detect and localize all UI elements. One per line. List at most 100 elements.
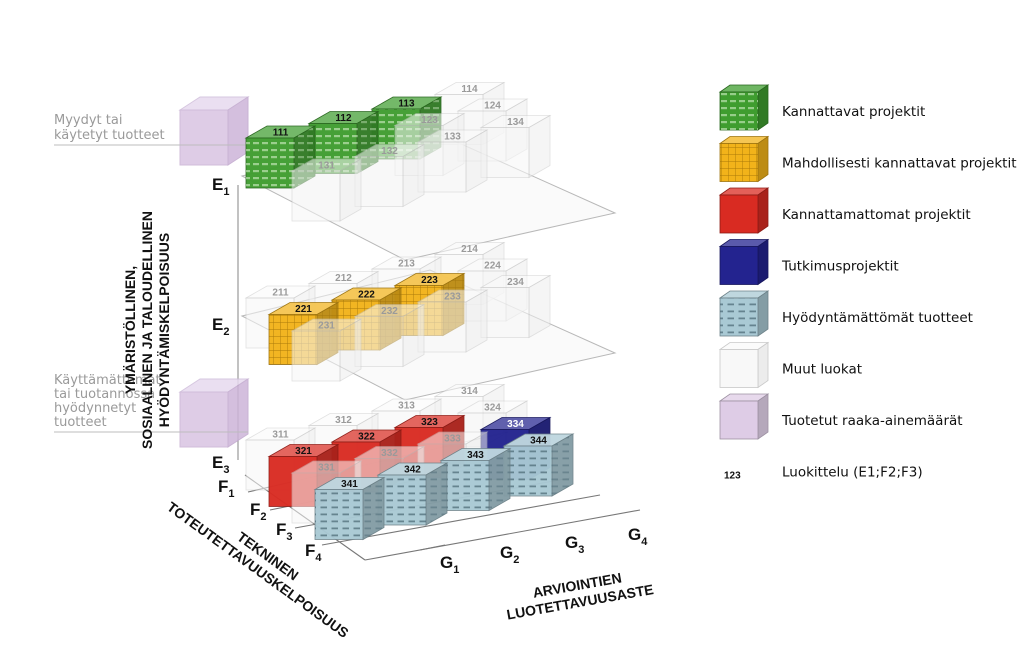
cell-code-label: 112: [335, 113, 352, 124]
legend-label-5: Hyödyntämättömät tuotteet: [782, 310, 973, 326]
cell-code-label: 311: [272, 430, 289, 441]
vertical-axis-title: YMÄRISTÖLLINEN, SOSIAALINEN JA TALOUDELL…: [122, 211, 172, 449]
cube-132: 132: [353, 143, 426, 208]
f-level-label-4: F4: [305, 541, 322, 564]
cube-234: 234: [479, 274, 552, 339]
cell-code-label: 341: [341, 479, 358, 490]
f-level-label-2: F2: [250, 500, 267, 523]
f-level-label-3: F3: [276, 520, 293, 543]
cell-code-label: 221: [295, 304, 312, 315]
side-label-unused-line3: hyödynnetyt: [54, 401, 136, 416]
cell-code-label: 212: [335, 273, 352, 284]
side-label-sold-line1: Myydyt tai: [54, 113, 122, 128]
legend-code-sample: 123: [724, 471, 741, 482]
g-level-label-1: G1: [440, 553, 459, 576]
cube-231: 231: [290, 318, 363, 382]
cell-code-label: 123: [421, 115, 438, 126]
g-level-label-3: G3: [565, 533, 584, 556]
raw-material-cube-bottom: [178, 378, 250, 448]
cell-code-label: 233: [444, 292, 461, 303]
legend-item-2: Mahdollisesti kannattavat projektit: [718, 135, 1017, 183]
cell-code-label: 234: [507, 277, 524, 288]
cell-code-label: 214: [461, 244, 478, 255]
cell-code-label: 213: [398, 259, 415, 270]
legend-item-5: Hyödyntämättömät tuotteet: [718, 290, 973, 337]
legend-item-4: Tutkimusprojektit: [718, 238, 899, 286]
cell-code-label: 222: [358, 290, 375, 301]
side-label-sold: Myydyt tai käytetyt tuotteet: [54, 113, 248, 146]
g-level-label-2: G2: [500, 543, 519, 566]
cell-code-label: 114: [461, 84, 478, 95]
cube-344: 344: [502, 433, 575, 497]
vertical-axis-title-line1: YMÄRISTÖLLINEN,: [122, 266, 138, 394]
cell-code-label: 132: [381, 146, 398, 157]
legend-item-6: Muut luokat: [718, 341, 862, 389]
legend-swatch-profitable: [718, 84, 770, 131]
cube-342: 342: [376, 462, 449, 526]
cell-code-label: 211: [272, 288, 289, 299]
legend-item-7: Tuotetut raaka-ainemäärät: [718, 393, 963, 440]
f-level-label-1: F1: [218, 477, 235, 500]
legend-label-4: Tutkimusprojektit: [781, 259, 899, 275]
cell-code-label: 344: [530, 436, 547, 447]
raw-material-cube-top: [178, 96, 250, 166]
legend-item-8: 123 Luokittelu (E1;F2;F3): [724, 465, 923, 482]
cube-341: 341: [313, 476, 386, 541]
side-label-unused: Käyttämättömät tai tuotannossa hyödynnet…: [54, 373, 248, 433]
side-label-unused-line1: Käyttämättömät: [54, 373, 161, 388]
cell-code-label: 331: [318, 463, 335, 474]
cell-code-label: 224: [484, 261, 501, 272]
cell-code-label: 232: [381, 306, 398, 317]
vertical-axis-title-line2: SOSIAALINEN JA TALOUDELLINEN: [139, 211, 155, 449]
cell-code-label: 342: [404, 465, 421, 476]
cell-code-label: 223: [421, 275, 438, 286]
cell-code-label: 324: [484, 403, 501, 414]
cell-code-label: 333: [444, 434, 461, 445]
side-label-sold-line2: käytetyt tuotteet: [54, 128, 165, 143]
cube-111: 111: [244, 125, 317, 189]
cell-code-label: 334: [507, 419, 524, 430]
cell-code-label: 343: [467, 450, 484, 461]
legend-label-7: Tuotetut raaka-ainemäärät: [781, 413, 963, 429]
legend-label-8: Luokittelu (E1;F2;F3): [782, 465, 923, 481]
cell-code-label: 133: [444, 132, 461, 143]
cube-232: 232: [353, 303, 426, 368]
cell-code-label: 322: [358, 432, 375, 443]
legend-swatch-other: [718, 341, 770, 389]
legend-label-2: Mahdollisesti kannattavat projektit: [782, 156, 1017, 172]
legend-swatch-research: [718, 238, 770, 286]
side-label-unused-line2: tai tuotannossa: [54, 387, 155, 402]
cell-code-label: 124: [484, 101, 501, 112]
legend-label-1: Kannattavat projektit: [782, 104, 925, 120]
cell-code-label: 314: [461, 386, 478, 397]
cell-code-label: 231: [318, 321, 335, 332]
legend-swatch-unprofitable: [718, 187, 770, 234]
legend-item-1: Kannattavat projektit: [718, 84, 925, 131]
legend-label-3: Kannattamattomat projektit: [782, 207, 971, 223]
legend-swatch-raw_material: [718, 393, 770, 440]
cube-343: 343: [439, 447, 512, 512]
g-level-label-4: G4: [628, 525, 648, 548]
legend-swatch-unused_products: [718, 290, 770, 337]
cube-233: 233: [416, 289, 489, 353]
legend-item-3: Kannattamattomat projektit: [718, 187, 971, 234]
e-level-label-3: E3: [212, 453, 229, 476]
side-label-unused-line4: tuotteet: [54, 415, 107, 430]
cell-code-label: 321: [295, 446, 312, 457]
reliability-axis-title: ARVIOINTIEN LUOTETTAVUUSASTE: [505, 569, 654, 622]
cube-131: 131: [290, 158, 363, 222]
vertical-axis-title-line3: HYÖDYNTÄMISKELPOISUUS: [156, 233, 172, 427]
cell-code-label: 134: [507, 117, 524, 128]
legend-swatch-possibly_profitable: [718, 135, 770, 183]
legend-label-6: Muut luokat: [782, 362, 862, 378]
cell-code-label: 312: [335, 415, 352, 426]
cell-code-label: 111: [273, 128, 289, 139]
cell-code-label: 313: [398, 401, 415, 412]
cell-code-label: 332: [381, 448, 398, 459]
e-level-label-1: E1: [212, 175, 229, 198]
cell-code-label: 323: [421, 417, 438, 428]
